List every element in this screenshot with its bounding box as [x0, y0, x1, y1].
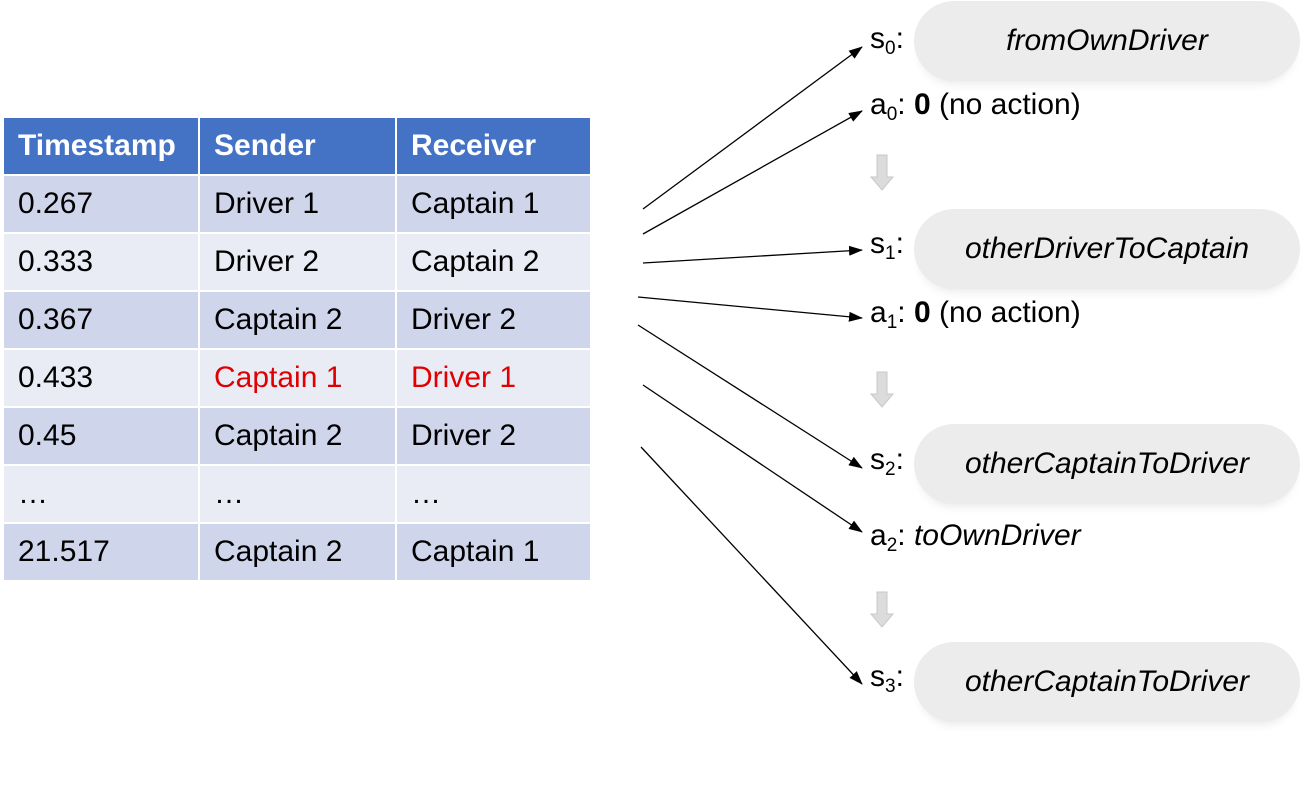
table-row-highlighted: 0.433 Captain 1 Driver 1	[2, 348, 592, 408]
cell-timestamp: …	[2, 464, 200, 524]
state-pill-s2: otherCaptainToDriver	[914, 424, 1300, 504]
cell-receiver: Driver 2	[395, 290, 592, 350]
cell-receiver: Captain 1	[395, 522, 592, 582]
action-label-a2: a2: toOwnDriver	[870, 519, 1081, 556]
action-index: 0	[886, 104, 898, 125]
header-timestamp: Timestamp	[2, 116, 200, 176]
table-row: 0.45 Captain 2 Driver 2	[2, 406, 592, 466]
table-row: 21.517 Captain 2 Captain 1	[2, 522, 592, 582]
action-label-a1: a1: 0 (no action)	[870, 296, 1081, 333]
action-index: 2	[886, 535, 898, 556]
table-row: 0.367 Captain 2 Driver 2	[2, 290, 592, 350]
action-value: toOwnDriver	[913, 519, 1081, 552]
cell-receiver: Captain 1	[395, 174, 592, 234]
table-row: 0.333 Driver 2 Captain 2	[2, 232, 592, 292]
cell-timestamp: 21.517	[2, 522, 200, 582]
state-label-s3: s3:	[870, 660, 904, 697]
down-arrow-icon	[869, 591, 895, 628]
state-label-s2: s2:	[870, 443, 904, 480]
action-note: (no action)	[930, 88, 1081, 121]
arrow-icon	[642, 384, 863, 533]
state-symbol: s	[870, 22, 885, 55]
state-label-s1: s1:	[870, 227, 904, 264]
action-symbol: a	[870, 519, 887, 552]
cell-sender-highlighted: Captain 1	[198, 348, 397, 408]
state-symbol: s	[870, 660, 885, 693]
header-sender: Sender	[198, 116, 397, 176]
action-note: (no action)	[930, 296, 1081, 329]
cell-receiver: Captain 2	[395, 232, 592, 292]
header-receiver: Receiver	[395, 116, 592, 176]
cell-receiver: …	[395, 464, 592, 524]
cell-timestamp: 0.45	[2, 406, 200, 466]
state-index: 0	[885, 38, 896, 59]
down-arrow-icon	[869, 154, 895, 191]
cell-sender: …	[198, 464, 397, 524]
cell-sender: Captain 2	[198, 290, 397, 350]
cell-sender: Driver 1	[198, 174, 397, 234]
cell-sender: Captain 2	[198, 406, 397, 466]
action-index: 1	[886, 312, 898, 333]
cell-receiver-highlighted: Driver 1	[395, 348, 592, 408]
cell-sender: Driver 2	[198, 232, 397, 292]
state-symbol: s	[870, 227, 885, 260]
arrow-icon	[642, 110, 863, 235]
cell-timestamp: 0.433	[2, 348, 200, 408]
state-index: 3	[885, 676, 896, 697]
state-value: otherCaptainToDriver	[964, 447, 1250, 480]
table-header-row: Timestamp Sender Receiver	[2, 116, 592, 176]
arrow-icon	[637, 324, 863, 469]
state-value: otherCaptainToDriver	[964, 665, 1250, 698]
cell-receiver: Driver 2	[395, 406, 592, 466]
cell-timestamp: 0.267	[2, 174, 200, 234]
table-row: 0.267 Driver 1 Captain 1	[2, 174, 592, 234]
table-row-ellipsis: … … …	[2, 464, 592, 524]
state-index: 2	[885, 459, 896, 480]
action-symbol: a	[870, 88, 887, 121]
arrow-icon	[640, 446, 863, 685]
action-value: 0	[913, 88, 931, 121]
state-symbol: s	[870, 443, 885, 476]
cell-sender: Captain 2	[198, 522, 397, 582]
arrow-icon	[642, 245, 863, 264]
action-value: 0	[913, 296, 931, 329]
action-symbol: a	[870, 296, 887, 329]
cell-timestamp: 0.333	[2, 232, 200, 292]
message-log-table: Timestamp Sender Receiver 0.267 Driver 1…	[2, 116, 592, 582]
down-arrow-icon	[869, 371, 895, 408]
arrow-icon	[642, 46, 863, 210]
state-value: fromOwnDriver	[1006, 24, 1208, 57]
arrow-icon	[637, 296, 863, 322]
state-pill-s3: otherCaptainToDriver	[914, 642, 1300, 722]
state-index: 1	[885, 243, 896, 264]
state-value: otherDriverToCaptain	[964, 232, 1250, 265]
cell-timestamp: 0.367	[2, 290, 200, 350]
action-label-a0: a0: 0 (no action)	[870, 88, 1081, 125]
state-pill-s1: otherDriverToCaptain	[914, 209, 1300, 289]
state-label-s0: s0:	[870, 22, 904, 59]
state-pill-s0: fromOwnDriver	[914, 1, 1300, 81]
